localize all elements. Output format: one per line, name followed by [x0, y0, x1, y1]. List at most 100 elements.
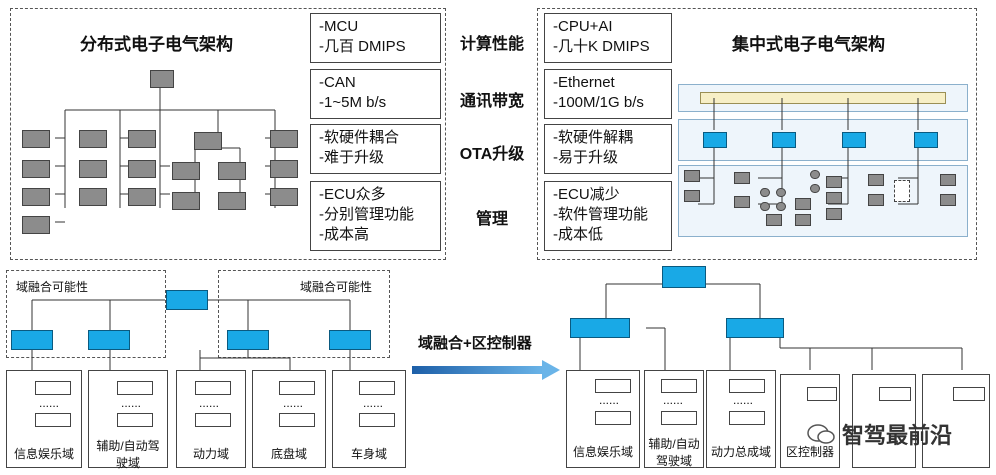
- ecu-node: [22, 130, 50, 148]
- ecu-node: [270, 188, 298, 206]
- watermark-text: 智驾最前沿: [842, 423, 953, 448]
- info-line: -分别管理功能: [319, 206, 414, 223]
- ellipsis: ......: [733, 393, 754, 407]
- sensor-node: [734, 196, 750, 208]
- ellipsis: ......: [363, 396, 384, 410]
- ecu-node: [35, 381, 71, 395]
- ellipsis: ......: [599, 393, 620, 407]
- info-line: -易于升级: [553, 149, 618, 166]
- domain-controller-node: [88, 330, 130, 350]
- sensor-node-dashed: [894, 180, 910, 202]
- domain-label: 车身域: [350, 447, 387, 461]
- ecu-node: [953, 387, 985, 401]
- domain-fusion-group-left: [6, 270, 166, 358]
- central-gateway-node: [166, 290, 208, 310]
- info-line: -CAN: [319, 74, 356, 91]
- sensor-node: [776, 188, 786, 197]
- info-line: -软硬件解耦: [553, 129, 633, 146]
- ecu-node: [270, 130, 298, 148]
- domain-label: 动力域: [192, 447, 229, 461]
- info-line: -成本高: [319, 226, 369, 243]
- ecu-node: [279, 381, 315, 395]
- right-info-box-compute: -CPU+AI -几十K DMIPS: [544, 13, 672, 63]
- ellipsis: ......: [663, 393, 684, 407]
- ecu-node: [218, 192, 246, 210]
- domain-controller-node: [329, 330, 371, 350]
- sensor-node: [826, 176, 842, 188]
- ellipsis: ......: [121, 396, 142, 410]
- domain-controller-node: [227, 330, 269, 350]
- sensor-node: [868, 174, 884, 186]
- ecu-node: [172, 192, 200, 210]
- info-line: -几十K DMIPS: [553, 38, 650, 55]
- sensor-node: [826, 192, 842, 204]
- info-line: -几百 DMIPS: [319, 38, 406, 55]
- zone-controller-node: [703, 132, 727, 148]
- ecu-node: [22, 160, 50, 178]
- info-line: -MCU: [319, 18, 359, 35]
- sensor-node: [795, 198, 811, 210]
- ellipsis: ......: [39, 396, 60, 410]
- domain-controller-node: [11, 330, 53, 350]
- sensor-node: [760, 188, 770, 197]
- domain-label: 辅助/自动驾驶域: [648, 437, 700, 468]
- sensor-node: [868, 194, 884, 206]
- distributed-architecture-tree: [55, 88, 276, 223]
- distributed-architecture-title: 分布式电子电气架构: [80, 35, 233, 54]
- ecu-node: [661, 379, 697, 393]
- row-label-compute: 计算性能: [459, 36, 524, 53]
- zonal-box-powertrain: ...... 动力总成域: [706, 370, 776, 468]
- centralized-architecture-title: 集中式电子电气架构: [732, 35, 885, 54]
- zonal-box-zone-3: [922, 374, 990, 468]
- domain-label: 辅助/自动驾驶域: [96, 439, 160, 470]
- ecu-node: [22, 216, 50, 234]
- ecu-node: [35, 413, 71, 427]
- domain-label: 底盘域: [270, 447, 307, 461]
- info-line: -1~5M b/s: [319, 94, 387, 111]
- ellipsis: ......: [199, 396, 220, 410]
- row-label-bandwidth: 通讯带宽: [459, 93, 524, 110]
- left-info-box-ota: -软硬件耦合 -难于升级: [310, 124, 441, 174]
- domain-label: 信息娱乐域: [13, 447, 74, 461]
- ecu-node: [172, 162, 200, 180]
- domain-fusion-label-right: 域融合可能性: [300, 280, 373, 294]
- ecu-node: [150, 70, 174, 88]
- sensor-node: [810, 184, 820, 193]
- right-info-box-management: -ECU减少 -软件管理功能 -成本低: [544, 181, 672, 251]
- ecu-node: [117, 413, 153, 427]
- info-line: -CPU+AI: [553, 18, 613, 35]
- info-line: -ECU众多: [319, 186, 386, 203]
- wechat-logo-icon: [807, 424, 835, 444]
- arrow-label: 域融合+区控制器: [418, 335, 532, 352]
- zone-controller-node: [842, 132, 866, 148]
- ecu-node: [22, 188, 50, 206]
- info-line: -Ethernet: [553, 74, 615, 91]
- domain-box-body: ...... 车身域: [332, 370, 406, 468]
- ecu-node: [595, 411, 631, 425]
- right-info-box-ota: -软硬件解耦 -易于升级: [544, 124, 672, 174]
- ecu-node: [194, 132, 222, 150]
- zonal-box-infotainment: ...... 信息娱乐域: [566, 370, 640, 468]
- ecu-node: [595, 379, 631, 393]
- ecu-node: [79, 130, 107, 148]
- centralized-architecture-links: [698, 98, 919, 205]
- domain-label: 信息娱乐域: [572, 445, 633, 459]
- zonal-box-zone-controller: 区控制器: [780, 374, 840, 468]
- domain-box-adas: ...... 辅助/自动驾驶域: [88, 370, 168, 470]
- zonal-box-zone-2: [852, 374, 916, 468]
- sensor-node: [810, 170, 820, 179]
- ethernet-backbone: [700, 92, 946, 104]
- domain-box-infotainment: ...... 信息娱乐域: [6, 370, 82, 468]
- info-line: -成本低: [553, 226, 603, 243]
- zone-controller-node: [914, 132, 938, 148]
- sensor-node: [684, 190, 700, 202]
- central-compute-node: [662, 266, 706, 288]
- sensor-node: [776, 202, 786, 211]
- row-label-management: 管理: [475, 211, 508, 228]
- sensor-node: [940, 174, 956, 186]
- left-info-box-management: -ECU众多 -分别管理功能 -成本高: [310, 181, 441, 251]
- domain-box-chassis: ...... 底盘域: [252, 370, 326, 468]
- row-label-ota: OTA升级: [459, 146, 525, 163]
- zonal-architecture-links: [579, 283, 963, 370]
- domain-label: 动力总成域: [710, 445, 771, 459]
